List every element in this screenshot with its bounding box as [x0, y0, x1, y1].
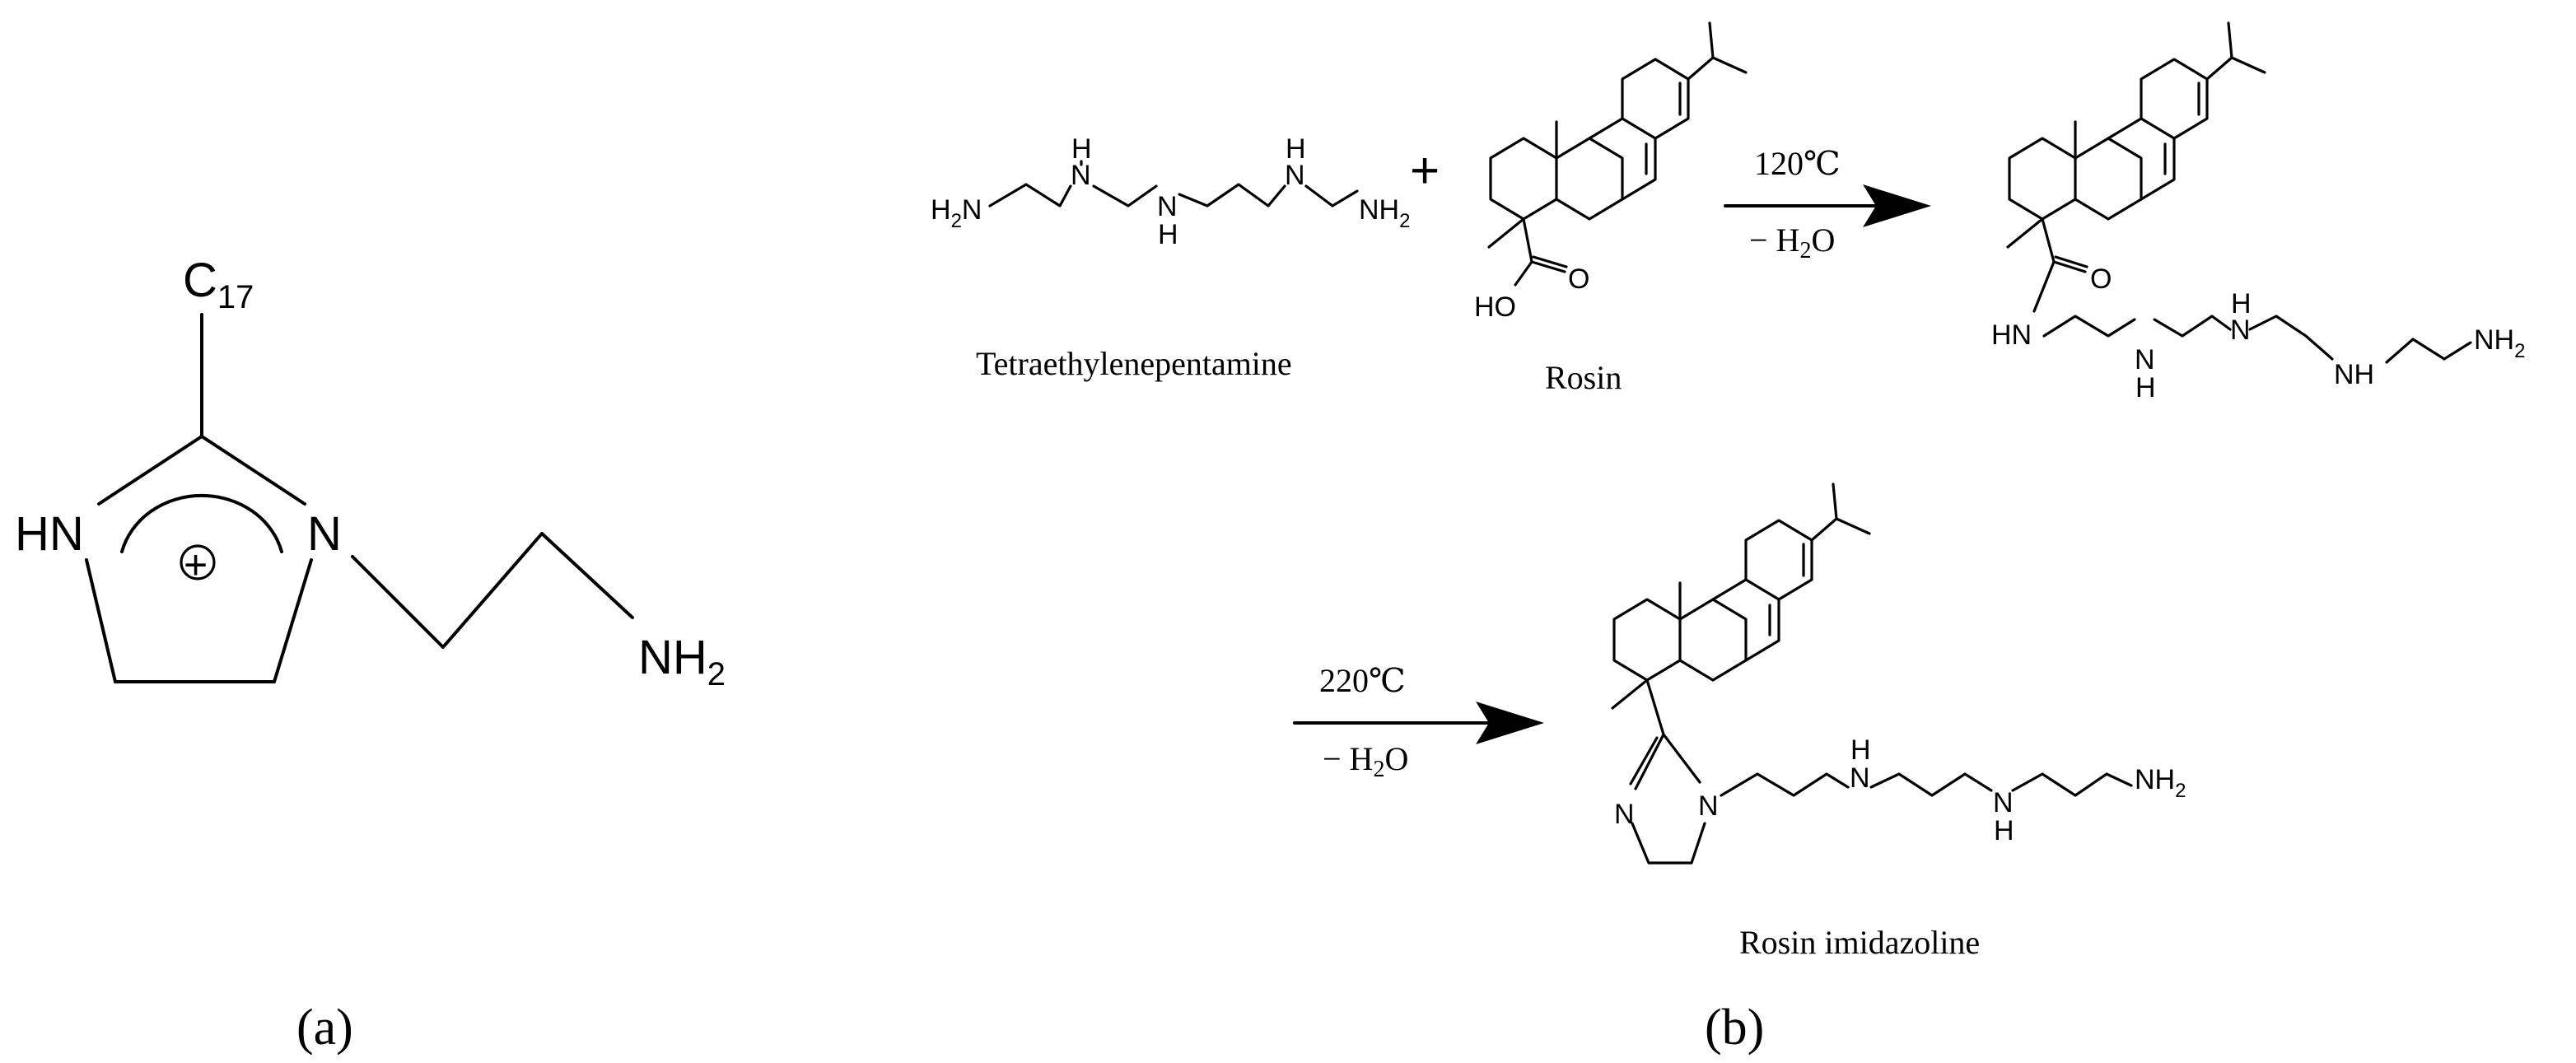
tepa-nh2: NH2: [1359, 194, 1410, 232]
ring-bond-c4-n3: [273, 558, 313, 683]
side-chain-1: [351, 555, 445, 649]
step2-arrow-head: [1476, 702, 1544, 744]
amide-ring-c: [2107, 58, 2209, 201]
delocalization-arc: [120, 493, 283, 553]
amide-ring-a: [2008, 137, 2077, 221]
ring-bond-c2-n1: [97, 435, 203, 506]
rosin-ring-a: [1489, 137, 1558, 221]
tepa-n2: N: [1157, 191, 1178, 222]
tepa-h2: H: [1158, 219, 1178, 250]
step2-temperature: 220℃: [1319, 662, 1406, 699]
tepa-h2n: H2N: [931, 194, 982, 232]
rosin-isopropyl: [1687, 21, 1748, 81]
nh2-label: NH2: [638, 631, 726, 692]
amide-hn: HN: [1991, 319, 2032, 351]
rosin-imidazoline-name: Rosin imidazoline: [1739, 924, 1980, 961]
amide-carbonyl: [2032, 217, 2088, 313]
tepa-name: Tetraethylenepentamine: [976, 345, 1292, 382]
rosin-o: O: [1568, 263, 1589, 295]
step2-arrow: [1293, 702, 1544, 744]
amide-isopropyl: [2205, 21, 2266, 81]
rosin-name: Rosin: [1545, 359, 1622, 396]
rosin-ring-c: [1588, 58, 1690, 201]
tepa-h3: H: [1286, 133, 1306, 165]
amide-h1: H: [2135, 372, 2156, 403]
n-label: N: [307, 507, 342, 561]
imid-n1: N: [1850, 762, 1870, 794]
step2-condition: − H2O: [1323, 740, 1408, 782]
step1-arrow-head: [1863, 184, 1931, 227]
imid-ring: [1629, 733, 1706, 865]
tepa-chain: [988, 183, 1359, 207]
imid-nh2: NH2: [2135, 764, 2186, 802]
rosin-c4-methyl: [1487, 217, 1525, 249]
side-chain-3: [540, 532, 634, 619]
amide-nh2: NH2: [2474, 324, 2525, 362]
amide-ring-b: [2074, 137, 2143, 221]
tepa-n3: N: [1285, 160, 1305, 191]
imid-h2: H: [1994, 815, 2014, 846]
charge-plus: +: [184, 542, 208, 588]
rosin-structure: HO O: [1474, 21, 1748, 323]
imid-isopropyl: [1810, 483, 1871, 542]
ring-bond-n1-c5: [85, 558, 117, 683]
side-chain-2: [441, 532, 544, 649]
amide-h2: H: [2231, 288, 2252, 319]
imid-h1: H: [1850, 734, 1871, 766]
imid-n-sub: N: [1698, 790, 1719, 822]
tepa-structure: H2N N H N H N H NH2: [931, 133, 1410, 250]
imidazolinium-structure: C17 HN N + NH2: [15, 254, 726, 692]
rosin-ring-b: [1555, 137, 1624, 221]
amide-c4-methyl: [2006, 217, 2044, 249]
amide-n1: N: [2135, 344, 2155, 375]
step1-arrow: [1724, 184, 1931, 227]
charge-circle: [180, 544, 216, 580]
amide-intermediate-structure: O HN N H N H NH NH2: [1991, 21, 2525, 403]
rosin-ho: HO: [1474, 291, 1516, 323]
rosin-imidazoline-structure: N N N H N H NH2: [1611, 483, 2186, 865]
ring-bond-c2-n3: [200, 435, 306, 506]
imid-n2: N: [1993, 787, 2014, 818]
hn-label: HN: [15, 507, 84, 561]
imid-n-ring: N: [1614, 799, 1635, 830]
imid-ring-a: [1612, 598, 1682, 682]
amide-nh: NH: [2334, 359, 2374, 390]
tepa-h1: H: [1071, 133, 1092, 165]
rosin-carboxyl: [1514, 217, 1568, 287]
panel-b-label: (b): [1705, 1000, 1764, 1056]
amide-o: O: [2090, 263, 2112, 295]
step1-condition: − H2O: [1749, 221, 1835, 263]
imid-connector: [1645, 678, 1665, 736]
amide-n2: N: [2230, 315, 2251, 346]
panel-a-label: (a): [296, 1000, 353, 1056]
step1-temperature: 120℃: [1754, 145, 1841, 182]
plus-sign: +: [1410, 142, 1440, 199]
imid-ring-b: [1678, 598, 1748, 682]
c17-label: C17: [183, 254, 254, 315]
imid-c4-methyl: [1611, 678, 1649, 710]
imid-chain: [1720, 772, 2133, 797]
imid-ring-c: [1711, 519, 1813, 662]
amide-chain: [2042, 315, 2472, 364]
